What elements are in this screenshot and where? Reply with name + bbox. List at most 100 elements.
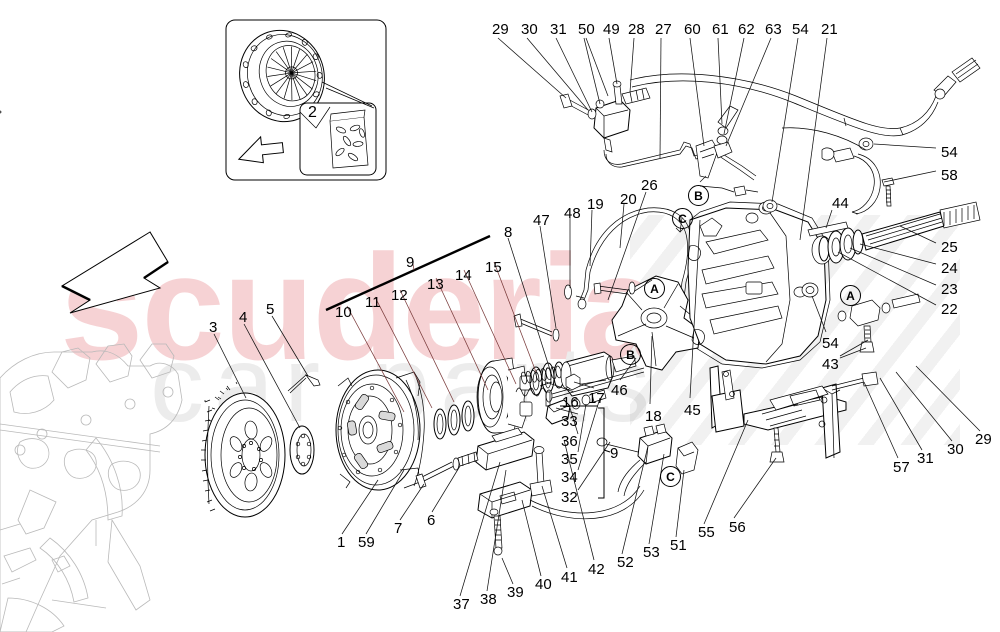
callout-24-right: 24 (941, 260, 958, 277)
release-bearing-shims (433, 400, 475, 440)
callout-19: 19 (587, 196, 604, 213)
callout-28-top: 28 (628, 21, 645, 38)
callout-26: 26 (641, 177, 658, 194)
callout-18: 18 (645, 408, 662, 425)
callout-54-right: 54 (941, 144, 958, 161)
engine-block-ghost (0, 343, 183, 632)
callout-13: 13 (427, 276, 444, 293)
callout-9-lower: 9 (610, 445, 619, 462)
callout-35: 35 (561, 451, 578, 468)
callout-2-inset: 2 (308, 104, 317, 121)
callout-30-top: 30 (521, 21, 538, 38)
gearbox-input-shaft (818, 201, 981, 264)
bleed-screw-assembly (837, 293, 921, 353)
callout-20: 20 (620, 191, 637, 208)
callout-22-right: 22 (941, 301, 958, 318)
callout-36: 36 (561, 433, 578, 450)
callout-49-top: 49 (603, 21, 620, 38)
clutch-hydraulic-lines (0, 57, 981, 213)
gearbox-support-bracket (709, 365, 879, 463)
clutch-release-bearing (476, 357, 533, 434)
leader-lines-right (811, 143, 937, 359)
callout-54-mid: 54 (822, 335, 839, 352)
callout-21-top: 21 (821, 21, 838, 38)
flywheel (201, 381, 286, 518)
marker-b-arrow-top (699, 175, 707, 183)
callout-37: 37 (453, 596, 470, 613)
callout-41: 41 (561, 569, 578, 586)
callout-17: 17 (588, 390, 605, 407)
callout-27-top: 27 (655, 21, 672, 38)
callout-39: 39 (507, 584, 524, 601)
callout-31-top: 31 (550, 21, 567, 38)
callout-6: 6 (427, 512, 436, 529)
clutch-disc-assembly (335, 369, 425, 491)
marker-a-bleeder: A (840, 285, 861, 306)
callout-45: 45 (684, 402, 701, 419)
callout-54-top: 54 (792, 21, 809, 38)
callout-23-right: 23 (941, 281, 958, 298)
marker-c-top: C (672, 208, 693, 229)
flywheel-bolt (287, 374, 321, 394)
callout-30-bottom: 30 (947, 441, 964, 458)
callout-7: 7 (394, 520, 403, 537)
callout-47: 47 (533, 212, 550, 229)
clutch-release-lever (611, 275, 701, 371)
callout-9-upper: 9 (406, 254, 415, 271)
callout-62-top: 62 (738, 21, 755, 38)
marker-b-lever: B (620, 344, 641, 365)
callout-42: 42 (588, 561, 605, 578)
callout-48: 48 (564, 205, 581, 222)
callout-43: 43 (822, 356, 839, 373)
marker-c-connector: C (660, 466, 681, 487)
callout-59: 59 (358, 534, 375, 551)
callout-29-bottom: 29 (975, 431, 992, 448)
leader-lines-top (497, 37, 828, 241)
callout-25-right: 25 (941, 239, 958, 256)
callout-50-top: 50 (578, 21, 595, 38)
leader-lines-left (213, 315, 461, 535)
callout-31-bottom: 31 (917, 450, 934, 467)
guide-sleeve-bolts (513, 284, 585, 342)
clutch-cover-bolts (415, 451, 479, 489)
breather-hose-58 (821, 137, 895, 215)
direction-arrow-left (60, 231, 169, 314)
callout-16: 16 (562, 394, 579, 411)
bearing-retainer-rings (529, 361, 565, 396)
callout-52: 52 (617, 554, 634, 571)
callout-61-top: 61 (712, 21, 729, 38)
callout-11: 11 (365, 294, 381, 311)
callout-46: 46 (611, 382, 628, 399)
callout-33: 33 (561, 413, 578, 430)
callout-5: 5 (266, 301, 275, 318)
callout-60-top: 60 (684, 21, 701, 38)
callout-12: 12 (391, 287, 408, 304)
callout-63-top: 63 (765, 21, 782, 38)
leader-lines-bottom (459, 365, 981, 597)
callout-15: 15 (485, 259, 502, 276)
callout-58-right: 58 (941, 167, 958, 184)
callout-14: 14 (455, 267, 472, 284)
callout-29-top: 29 (492, 21, 509, 38)
callout-4: 4 (239, 309, 248, 326)
callout-34: 34 (561, 469, 578, 486)
callout-40: 40 (535, 576, 552, 593)
marker-b-top: B (688, 185, 709, 206)
callout-8: 8 (504, 224, 513, 241)
callout-38: 38 (480, 591, 497, 608)
clutch-cover-detail-inset (225, 19, 387, 181)
clutch-master-cylinder-assembly (475, 423, 699, 556)
callout-57: 57 (893, 459, 910, 476)
callout-53: 53 (643, 544, 660, 561)
callout-55: 55 (698, 524, 715, 541)
callout-1: 1 (337, 534, 346, 551)
callout-44: 44 (832, 195, 849, 212)
callout-56: 56 (729, 519, 746, 536)
callout-3: 3 (209, 319, 218, 336)
leader-lines-center (325, 191, 701, 499)
reverse-switch-lead (699, 185, 759, 197)
dowel-pin-44 (807, 221, 849, 237)
marker-a-lever: A (644, 278, 665, 299)
